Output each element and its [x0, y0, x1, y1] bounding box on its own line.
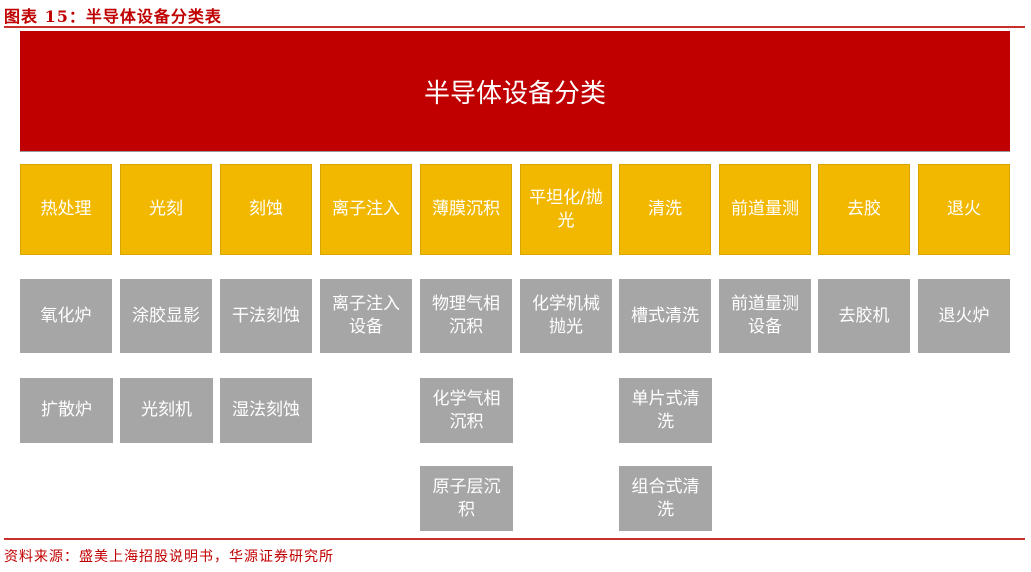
device-box: 去胶机	[818, 279, 910, 353]
device-box: 涂胶显影	[120, 279, 212, 353]
category-box: 离子注入	[320, 164, 412, 255]
category-box: 热处理	[20, 164, 112, 255]
device-box: 退火炉	[918, 279, 1010, 353]
device-box: 光刻机	[120, 378, 213, 443]
category-box: 平坦化/抛光	[520, 164, 612, 255]
category-box: 光刻	[120, 164, 212, 255]
category-box: 前道量测	[719, 164, 811, 255]
device-box: 组合式清洗	[619, 466, 712, 531]
category-box: 去胶	[818, 164, 910, 255]
device-box: 离子注入设备	[320, 279, 412, 353]
category-box: 清洗	[619, 164, 711, 255]
device-box: 化学机械抛光	[520, 279, 612, 353]
device-box: 原子层沉积	[420, 466, 513, 531]
bottom-divider	[4, 538, 1025, 540]
device-box: 物理气相沉积	[420, 279, 512, 353]
device-box: 湿法刻蚀	[220, 378, 312, 443]
device-box: 氧化炉	[20, 279, 112, 353]
figure-title: 图表 15：半导体设备分类表	[4, 7, 222, 26]
device-box: 干法刻蚀	[220, 279, 312, 353]
root-banner: 半导体设备分类	[20, 31, 1010, 152]
device-box: 前道量测设备	[719, 279, 811, 353]
category-box: 薄膜沉积	[420, 164, 512, 255]
category-box: 刻蚀	[220, 164, 312, 255]
device-box: 化学气相沉积	[420, 378, 513, 443]
category-box: 退火	[918, 164, 1010, 255]
device-box: 扩散炉	[20, 378, 113, 443]
device-box: 单片式清洗	[619, 378, 712, 443]
device-box: 槽式清洗	[619, 279, 711, 353]
source-note: 资料来源：盛美上海招股说明书，华源证券研究所	[4, 549, 334, 565]
top-divider	[4, 26, 1025, 28]
